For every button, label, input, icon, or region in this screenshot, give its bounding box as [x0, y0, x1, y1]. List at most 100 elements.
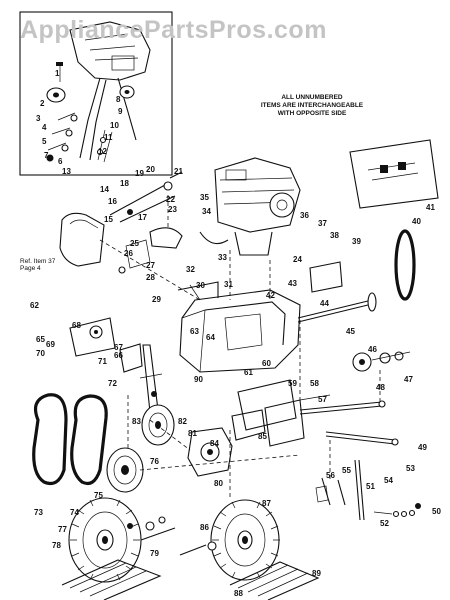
- callout-64: 64: [206, 333, 215, 342]
- callout-73: 73: [34, 508, 43, 517]
- callout-23: 23: [168, 205, 177, 214]
- callout-15: 15: [104, 215, 113, 224]
- callout-56: 56: [326, 471, 335, 480]
- callout-41: 41: [426, 203, 435, 212]
- callout-60: 60: [262, 359, 271, 368]
- callout-90: 90: [194, 375, 203, 384]
- left-wheel: [68, 497, 176, 583]
- callout-19: 19: [135, 169, 144, 178]
- callout-4: 4: [42, 123, 47, 132]
- discharge-chute: [59, 212, 201, 301]
- callout-83: 83: [132, 417, 141, 426]
- callout-42: 42: [266, 291, 275, 300]
- callout-8: 8: [116, 95, 121, 104]
- callout-5: 5: [42, 137, 47, 146]
- callout-27: 27: [146, 261, 155, 270]
- callout-38: 38: [330, 231, 339, 240]
- ref-line-1: Ref. Item 37: [20, 258, 56, 265]
- callout-84: 84: [210, 439, 219, 448]
- callout-69: 69: [46, 340, 55, 349]
- callout-50: 50: [432, 507, 441, 516]
- leader-lines: [127, 195, 381, 500]
- callout-57: 57: [318, 395, 327, 404]
- callout-72: 72: [108, 379, 117, 388]
- callout-71: 71: [98, 357, 107, 366]
- callout-26: 26: [124, 249, 133, 258]
- interchangeable-note: ALL UNNUMBERED ITEMS ARE INTERCHANGEABLE…: [252, 94, 372, 118]
- left-bracket: [69, 317, 143, 373]
- main-frame: [177, 281, 301, 373]
- pulleys: [106, 404, 301, 493]
- plate-44: [309, 261, 343, 293]
- callout-77: 77: [58, 525, 67, 534]
- inset-detail-box: [19, 11, 173, 176]
- callout-44: 44: [320, 299, 329, 308]
- callout-2: 2: [40, 99, 45, 108]
- callout-36: 36: [300, 211, 309, 220]
- tread-chains: [61, 559, 320, 600]
- ref-item-note: Ref. Item 37 Page 4: [20, 258, 55, 272]
- callout-29: 29: [152, 295, 161, 304]
- callout-65: 65: [36, 335, 45, 344]
- callout-67: 67: [114, 343, 123, 352]
- callout-61: 61: [244, 368, 253, 377]
- callout-81: 81: [188, 429, 197, 438]
- callout-78: 78: [52, 541, 61, 550]
- rear-plate: [237, 379, 331, 447]
- callout-13: 13: [62, 167, 71, 176]
- callout-34: 34: [202, 207, 211, 216]
- callout-46: 46: [368, 345, 377, 354]
- callout-47: 47: [404, 375, 413, 384]
- ref-line-2: Page 4: [20, 265, 41, 272]
- callout-18: 18: [120, 179, 129, 188]
- callout-17: 17: [138, 213, 147, 222]
- control-linkage: [109, 171, 229, 274]
- gear-cluster-48: [352, 351, 411, 372]
- callout-39: 39: [352, 237, 361, 246]
- callout-10: 10: [110, 121, 119, 130]
- callout-20: 20: [146, 165, 155, 174]
- callout-22: 22: [166, 195, 175, 204]
- inset-detail-41: [349, 139, 439, 209]
- callout-58: 58: [310, 379, 319, 388]
- engine-assembly: [214, 157, 301, 256]
- callout-6: 6: [58, 157, 63, 166]
- callout-63: 63: [190, 327, 199, 336]
- shafts-right: [299, 400, 399, 521]
- callout-70: 70: [36, 349, 45, 358]
- callout-80: 80: [214, 479, 223, 488]
- callout-59: 59: [288, 379, 297, 388]
- callout-14: 14: [100, 185, 109, 194]
- callout-68: 68: [72, 321, 81, 330]
- belt-40: [394, 229, 416, 301]
- callout-37: 37: [318, 219, 327, 228]
- callout-85: 85: [258, 432, 267, 441]
- callout-45: 45: [346, 327, 355, 336]
- callout-55: 55: [342, 466, 351, 475]
- callout-75: 75: [94, 491, 103, 500]
- callout-62: 62: [30, 301, 39, 310]
- callout-3: 3: [36, 114, 41, 123]
- callout-35: 35: [200, 193, 209, 202]
- callout-53: 53: [406, 464, 415, 473]
- callout-51: 51: [366, 482, 375, 491]
- gearbox-80: [187, 409, 266, 477]
- callout-88: 88: [234, 589, 243, 598]
- fasteners-right: [373, 503, 421, 518]
- callout-49: 49: [418, 443, 427, 452]
- callout-31: 31: [224, 280, 233, 289]
- callout-16: 16: [108, 197, 117, 206]
- callout-25: 25: [130, 239, 139, 248]
- callout-7: 7: [44, 151, 49, 160]
- callout-21: 21: [174, 167, 183, 176]
- note-line-3: WITH OPPOSITE SIDE: [277, 110, 347, 117]
- callout-24: 24: [293, 255, 302, 264]
- callout-52: 52: [380, 519, 389, 528]
- drive-belts: [32, 393, 108, 486]
- axle-45: [297, 292, 377, 323]
- callout-74: 74: [70, 508, 79, 517]
- callout-43: 43: [288, 279, 297, 288]
- note-line-1: ALL UNNUMBERED: [281, 94, 343, 101]
